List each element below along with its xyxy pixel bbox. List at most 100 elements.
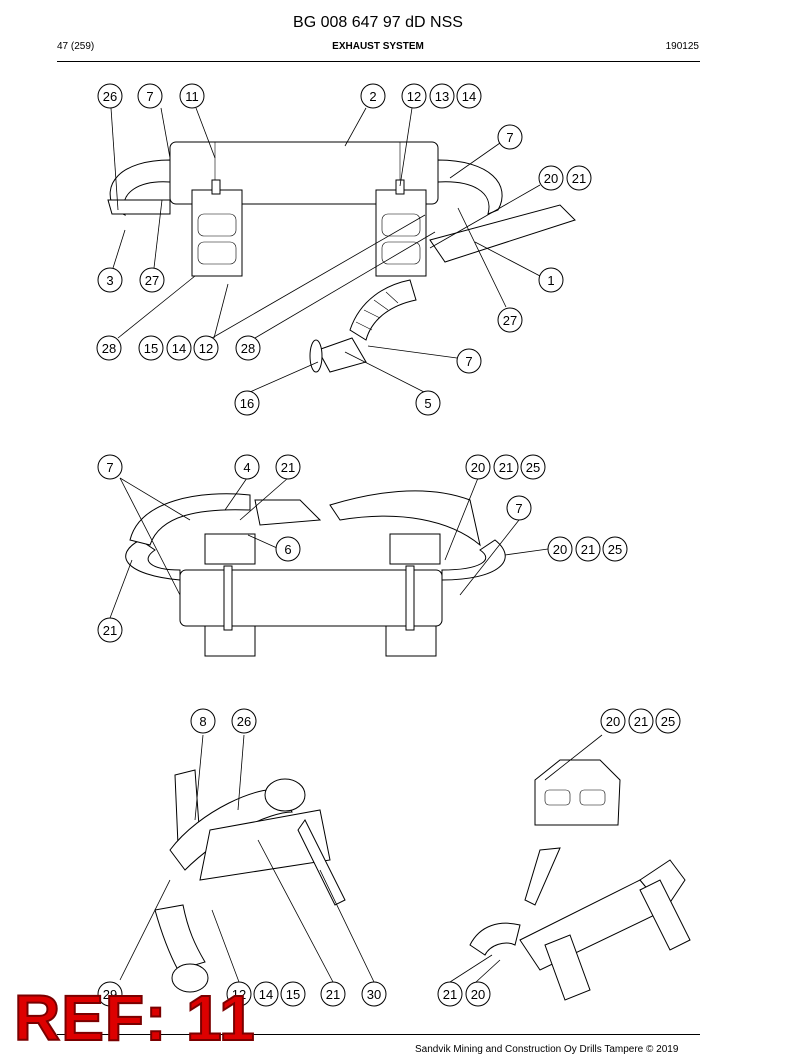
svg-text:27: 27 <box>503 313 517 328</box>
svg-text:15: 15 <box>144 341 158 356</box>
svg-text:28: 28 <box>241 341 255 356</box>
callout-bubble: 7 <box>497 124 523 150</box>
callout-bubble: 20 <box>465 981 491 1007</box>
callout-bubble: 26 <box>231 708 257 734</box>
left-pipe-stub <box>107 199 171 215</box>
lower-flange <box>171 963 209 993</box>
callout-bubble: 21 <box>493 454 519 480</box>
left-elbow-rear <box>125 539 181 581</box>
svg-text:21: 21 <box>326 987 340 1002</box>
header-rule <box>57 61 700 62</box>
svg-text:7: 7 <box>465 354 472 369</box>
svg-text:21: 21 <box>499 460 513 475</box>
figure-3-side-view <box>119 734 375 993</box>
svg-text:14: 14 <box>462 89 476 104</box>
callout-bubble: 16 <box>234 390 260 416</box>
svg-text:21: 21 <box>281 460 295 475</box>
callout-bubble: 11 <box>179 83 205 109</box>
svg-text:30: 30 <box>367 987 381 1002</box>
tail-pipe <box>429 204 576 263</box>
callout-bubble: 28 <box>96 335 122 361</box>
figure-3-callouts: 8 26 29 12 14 15 21 30 <box>97 708 387 1007</box>
svg-text:25: 25 <box>661 714 675 729</box>
callout-bubble: 21 <box>320 981 346 1007</box>
document-id: BG 008 647 97 dD NSS <box>293 14 463 31</box>
callout-bubble: 20 <box>547 536 573 562</box>
detail-bracket-right <box>639 879 691 951</box>
svg-text:11: 11 <box>185 89 199 104</box>
frame-bracket <box>199 809 331 881</box>
callout-bubble: 8 <box>190 708 216 734</box>
svg-text:3: 3 <box>106 273 113 288</box>
svg-text:12: 12 <box>199 341 213 356</box>
right-elbow-rear <box>441 539 506 581</box>
upper-left-pipe <box>129 493 251 546</box>
callout-bubble: 13 <box>429 83 455 109</box>
right-upper-bracket <box>389 533 441 565</box>
svg-text:7: 7 <box>515 501 522 516</box>
figure-2-rear-view <box>109 477 549 657</box>
cone-pipe <box>254 499 322 526</box>
callout-bubble: 27 <box>139 267 165 293</box>
callout-bubble: 30 <box>361 981 387 1007</box>
callout-bubble: 28 <box>235 335 261 361</box>
callout-bubble: 20 <box>465 454 491 480</box>
date-code: 190125 <box>665 41 699 52</box>
svg-text:4: 4 <box>243 460 250 475</box>
callout-bubble: 27 <box>497 307 523 333</box>
copyright-footer: Sandvik Mining and Construction Oy Drill… <box>415 1044 679 1055</box>
svg-text:6: 6 <box>284 542 291 557</box>
svg-text:7: 7 <box>146 89 153 104</box>
svg-text:13: 13 <box>435 89 449 104</box>
svg-text:25: 25 <box>608 542 622 557</box>
callout-bubble: 29 <box>97 981 123 1007</box>
callout-bubble: 26 <box>97 83 123 109</box>
svg-text:20: 20 <box>471 987 485 1002</box>
callout-bubble: 12 <box>193 335 219 361</box>
lower-flex-hose <box>154 904 206 971</box>
footer-rule <box>57 1034 700 1035</box>
svg-text:27: 27 <box>145 273 159 288</box>
callout-bubble: 2 <box>360 83 386 109</box>
detail-cone <box>524 847 561 906</box>
callout-bubble: 20 <box>600 708 626 734</box>
svg-text:20: 20 <box>553 542 567 557</box>
callout-bubble: 4 <box>234 454 260 480</box>
svg-text:21: 21 <box>572 171 586 186</box>
left-bracket <box>191 189 243 277</box>
detail-top-assembly <box>534 759 621 826</box>
svg-text:21: 21 <box>443 987 457 1002</box>
callout-bubble: 14 <box>253 981 279 1007</box>
right-bracket <box>375 189 427 277</box>
figure-2-callouts: 7 4 21 20 21 25 7 6 20 21 25 21 <box>97 454 628 643</box>
frame-leg <box>297 819 346 906</box>
figure-4-callouts: 20 21 25 21 20 <box>437 708 681 1007</box>
callout-bubble: 21 <box>437 981 463 1007</box>
callout-bubble: 3 <box>97 267 123 293</box>
svg-text:12: 12 <box>407 89 421 104</box>
flex-hose <box>349 279 417 341</box>
svg-text:8: 8 <box>199 714 206 729</box>
svg-text:16: 16 <box>240 396 254 411</box>
svg-text:14: 14 <box>259 987 273 1002</box>
page-number: 47 (259) <box>57 41 95 52</box>
callout-bubble: 7 <box>97 454 123 480</box>
svg-text:20: 20 <box>471 460 485 475</box>
callout-bubble: 7 <box>456 348 482 374</box>
figure-1-callouts: 26 7 11 2 12 13 14 7 20 21 1 3 27 27 28 … <box>96 83 592 416</box>
callout-bubble: 25 <box>655 708 681 734</box>
callout-bubble: 6 <box>275 536 301 562</box>
svg-text:21: 21 <box>103 623 117 638</box>
pipe-outlet <box>264 778 306 812</box>
callout-bubble: 14 <box>456 83 482 109</box>
ref-stamp: REF: 11 <box>13 982 256 1054</box>
figure-1-exploded-view <box>107 107 576 393</box>
svg-text:28: 28 <box>102 341 116 356</box>
callout-bubble: 20 <box>538 165 564 191</box>
svg-text:12: 12 <box>232 987 246 1002</box>
callout-bubble: 21 <box>628 708 654 734</box>
left-upper-bracket <box>204 533 256 565</box>
callout-bubble: 5 <box>415 390 441 416</box>
svg-text:21: 21 <box>581 542 595 557</box>
